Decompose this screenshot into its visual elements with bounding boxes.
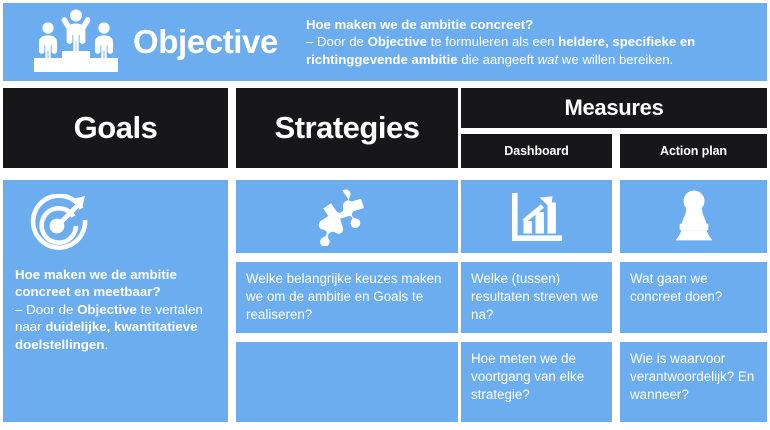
podium-winners-icon [21, 6, 131, 78]
chess-pawn-icon [671, 188, 717, 246]
dashboard-icon-cell [461, 180, 612, 253]
column-header-measures: Measures [461, 88, 767, 128]
objective-description: Hoe maken we de ambitie concreet? – Door… [306, 16, 767, 69]
bar-chart-growth-icon [508, 188, 566, 246]
strategies-header-label: Strategies [274, 110, 420, 145]
action-plan-cell-1-text: Wat gaan we concreet doen? [630, 271, 723, 304]
dashboard-cell-1: Welke (tussen) resultaten streven we na? [461, 262, 612, 333]
target-arrow-icon [15, 190, 216, 262]
strategies-cell-1: Welke belangrijke keuzes maken we om de … [236, 262, 458, 333]
dashboard-header-label: Dashboard [504, 144, 569, 158]
goals-answer: – Door de Objective te vertalen naar dui… [15, 301, 203, 352]
goals-panel: Hoe maken we de ambitie concreet en meet… [3, 180, 228, 422]
column-header-action-plan: Action plan [620, 134, 767, 168]
action-plan-cell-2-text: Wie is waarvoor verantwoordelijk? En wan… [630, 351, 755, 402]
goals-text: Hoe maken we de ambitie concreet en meet… [15, 266, 216, 353]
column-header-goals: Goals [3, 88, 228, 168]
puzzle-piece-icon [317, 188, 377, 246]
objective-title: Objective [133, 23, 278, 60]
dashboard-cell-2: Hoe meten we de voortgang van elke strat… [461, 342, 612, 422]
action-plan-cell-1: Wat gaan we concreet doen? [620, 262, 767, 333]
action-plan-cell-2: Wie is waarvoor verantwoordelijk? En wan… [620, 342, 767, 422]
measures-header-label: Measures [564, 95, 664, 120]
strategies-icon-cell [236, 180, 458, 253]
goals-question: Hoe maken we de ambitie concreet en meet… [15, 267, 177, 300]
dashboard-cell-1-text: Welke (tussen) resultaten streven we na? [471, 271, 599, 322]
goals-header-label: Goals [73, 110, 158, 145]
objective-banner: Objective Hoe maken we de ambitie concre… [3, 3, 767, 81]
column-header-dashboard: Dashboard [461, 134, 612, 168]
objective-answer: – Door de Objective te formuleren als ee… [305, 34, 696, 67]
objective-question: Hoe maken we de ambitie concreet? [305, 16, 534, 32]
dashboard-cell-2-text: Hoe meten we de voortgang van elke strat… [471, 351, 585, 402]
strategies-cell-1-text: Welke belangrijke keuzes maken we om de … [246, 271, 442, 322]
column-header-strategies: Strategies [236, 88, 458, 168]
strategies-cell-2 [236, 342, 458, 422]
action-plan-header-label: Action plan [660, 144, 727, 158]
action-plan-icon-cell [620, 180, 767, 253]
